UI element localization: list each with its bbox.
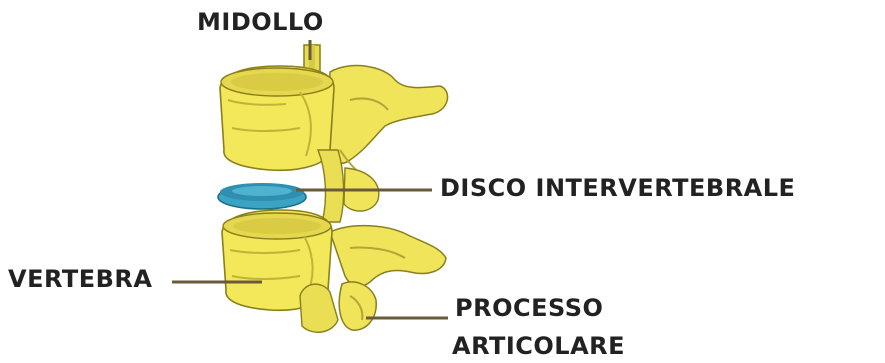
lower-vertebra-processes bbox=[330, 226, 446, 287]
upper-vertebra-body bbox=[220, 66, 334, 170]
upper-vertebra-processes bbox=[328, 66, 448, 178]
label-midollo: MIDOLLO bbox=[197, 10, 324, 34]
label-disco-intervertebrale: DISCO INTERVERTEBRALE bbox=[440, 176, 795, 200]
intervertebral-disc bbox=[218, 183, 306, 209]
label-vertebra: VERTEBRA bbox=[8, 267, 152, 291]
articular-process bbox=[300, 282, 376, 332]
label-processo: PROCESSO bbox=[455, 296, 603, 320]
label-articolare: ARTICOLARE bbox=[452, 334, 625, 358]
